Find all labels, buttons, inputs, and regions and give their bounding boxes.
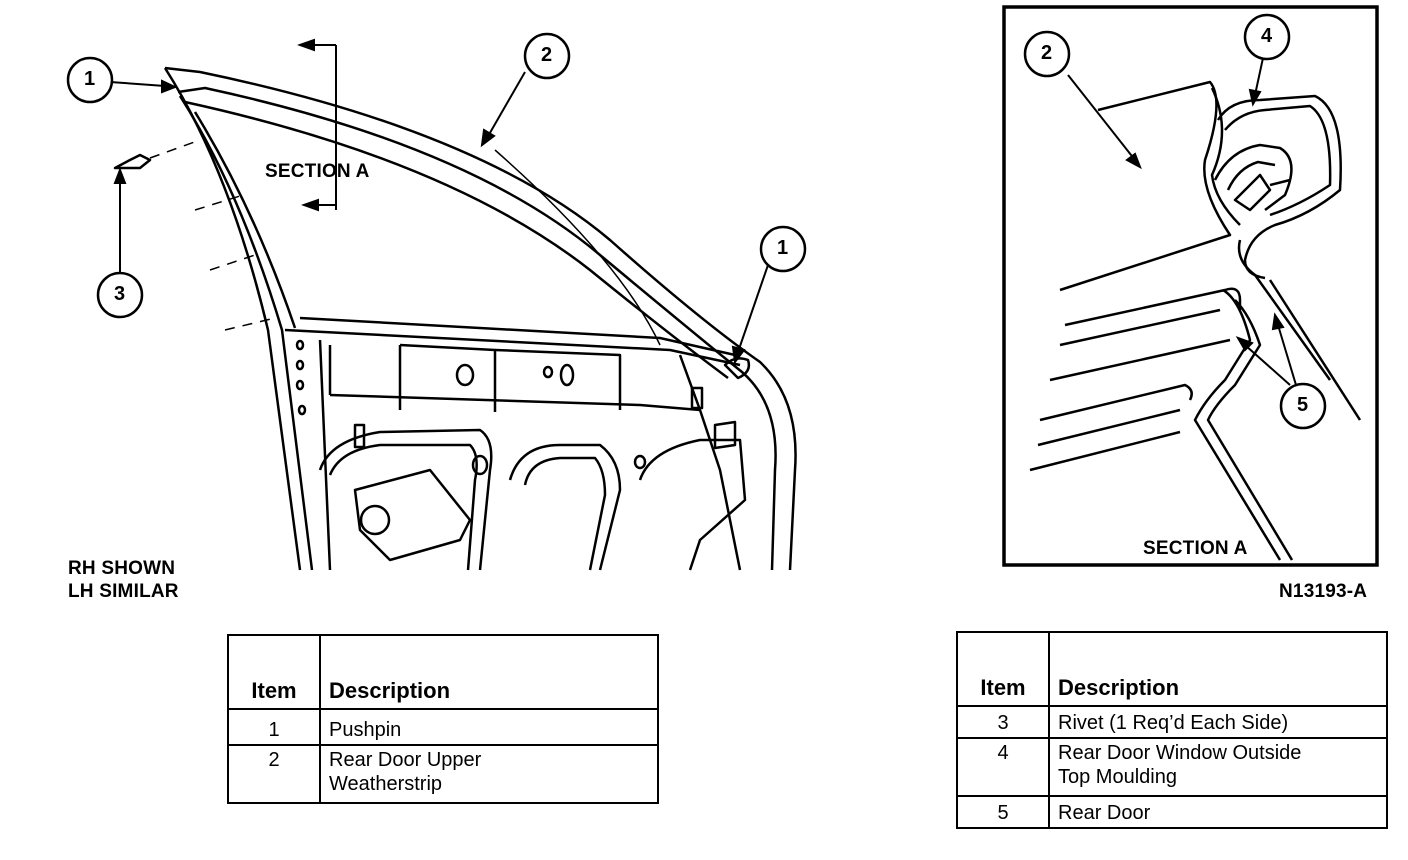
side-note-line1: RH SHOWN: [68, 558, 176, 579]
row-description: Rear Door: [1048, 795, 1388, 829]
front-pillar: [163, 67, 302, 571]
side-note-line2: LH SIMILAR: [68, 581, 179, 602]
header-description: Description: [319, 634, 659, 710]
row-description-line2: Top Moulding: [1058, 766, 1177, 788]
row-description: Pushpin: [319, 708, 659, 746]
header-item: Item: [956, 631, 1050, 707]
table-row: 4 Rear Door Window Outside Top Moulding: [956, 737, 1388, 797]
table-row: 3 Rivet (1 Req’d Each Side): [956, 705, 1388, 739]
weatherstrip-outer: [164, 66, 797, 571]
callout-1-top: 1: [84, 68, 96, 90]
row-description: Rivet (1 Req’d Each Side): [1048, 705, 1388, 739]
callout-2-main: 2: [541, 44, 553, 66]
callout-5-inset: 5: [1297, 394, 1309, 416]
beltline: [284, 328, 741, 367]
callout-4-inset: 4: [1261, 25, 1273, 47]
section-a-inset-frame: [1002, 5, 1379, 567]
row-description-line2: Weatherstrip: [329, 773, 443, 795]
row-description-line1: Rear Door Window Outside: [1058, 742, 1302, 764]
row-item: 2: [227, 744, 321, 804]
callout-3: 3: [114, 283, 126, 305]
figure-id: N13193-A: [1279, 581, 1368, 602]
section-a-label-main: SECTION A: [265, 161, 370, 182]
rivet-shape: [113, 153, 152, 170]
row-item: 3: [956, 705, 1050, 739]
callout-2-inset: 2: [1041, 42, 1053, 64]
table-row: 5 Rear Door: [956, 795, 1388, 829]
row-item: 4: [956, 737, 1050, 797]
legend-table-left: Item Description 1 Pushpin 2 Rear Door U…: [227, 634, 659, 804]
section-a-label-inset: SECTION A: [1143, 538, 1248, 559]
row-item: 1: [227, 708, 321, 746]
callout-1-right: 1: [777, 237, 789, 259]
legend-table-right: Item Description 3 Rivet (1 Req’d Each S…: [956, 631, 1388, 829]
header-description: Description: [1048, 631, 1388, 707]
table-row: 1 Pushpin: [227, 708, 659, 746]
table-row: 2 Rear Door Upper Weatherstrip: [227, 744, 659, 804]
row-description: Rear Door Window Outside Top Moulding: [1048, 737, 1388, 797]
row-description-line1: Rear Door Upper: [329, 749, 482, 771]
row-description: Rear Door Upper Weatherstrip: [319, 744, 659, 804]
header-item: Item: [227, 634, 321, 710]
weatherstrip-inner: [177, 86, 777, 571]
row-item: 5: [956, 795, 1050, 829]
